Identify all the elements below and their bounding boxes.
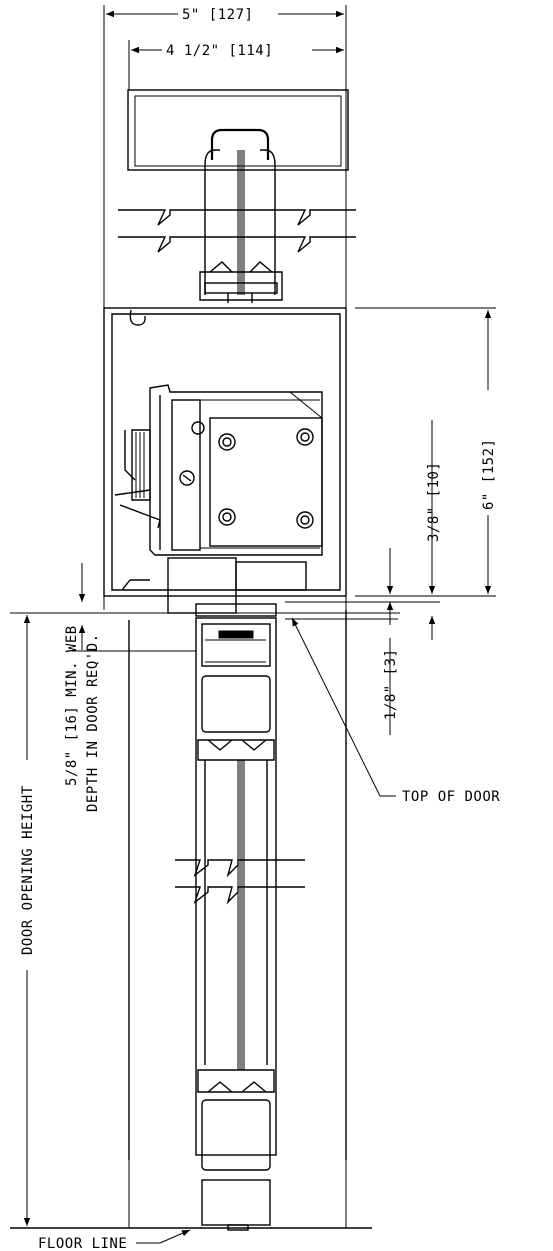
top-rail bbox=[118, 89, 356, 303]
min-web-line1-label: 5/8" [16] MIN. WEB bbox=[64, 625, 80, 786]
leader-top-of-door: TOP OF DOOR bbox=[291, 617, 500, 805]
leader-floor-line: FLOOR LINE bbox=[38, 1229, 191, 1251]
dimension-header-width: 4 1/2" [114] bbox=[131, 43, 344, 59]
dimension-overall-width: 5" [127] bbox=[106, 7, 344, 23]
door-opening-height-label: DOOR OPENING HEIGHT bbox=[20, 785, 36, 955]
clearance-top-label: 3/8" [10] bbox=[426, 462, 442, 542]
floor-line bbox=[10, 1160, 372, 1229]
top-of-door-label: TOP OF DOOR bbox=[402, 789, 500, 805]
dimension-door-opening-height: DOOR OPENING HEIGHT bbox=[20, 615, 36, 1226]
header-box bbox=[103, 307, 347, 614]
floor-line-label: FLOOR LINE bbox=[38, 1236, 127, 1251]
header-height-label: 6" [152] bbox=[481, 439, 497, 510]
frame-extension-lines bbox=[103, 5, 347, 1160]
header-width-label: 4 1/2" [114] bbox=[166, 43, 273, 59]
dimension-clearance-top: 3/8" [10] bbox=[285, 420, 442, 640]
dimension-clearance-gap: 1/8" [3] bbox=[383, 638, 399, 735]
clearance-gap-label: 1/8" [3] bbox=[383, 649, 399, 720]
dimension-header-height: 6" [152] bbox=[355, 307, 497, 597]
dimension-min-web: 5/8" [16] MIN. WEB DEPTH IN DOOR REQ'D. bbox=[64, 563, 196, 812]
door-top-rail bbox=[10, 603, 400, 617]
min-web-line2-label: DEPTH IN DOOR REQ'D. bbox=[85, 633, 101, 812]
door-leaf bbox=[175, 617, 305, 1231]
overall-width-label: 5" [127] bbox=[182, 7, 253, 23]
